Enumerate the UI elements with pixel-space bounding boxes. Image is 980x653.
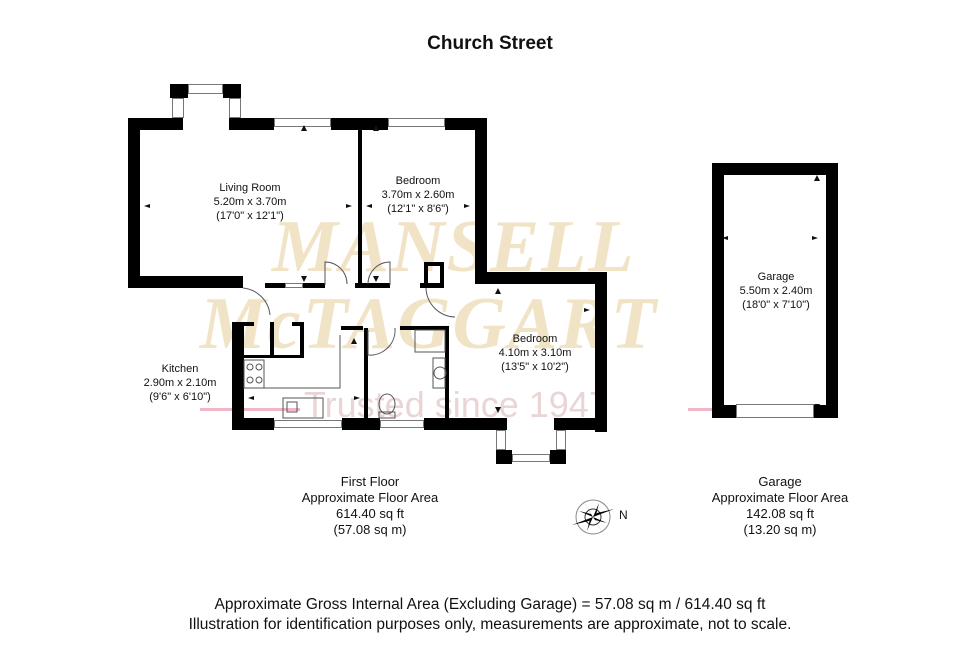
first-floor-area-caption: First Floor Approximate Floor Area 614.4… [301,474,439,537]
gross-area-note: Approximate Gross Internal Area (Excludi… [214,596,766,613]
footer-notes: Approximate Gross Internal Area (Excludi… [0,595,980,635]
disclaimer-note: Illustration for identification purposes… [188,616,792,633]
page-title: Church Street [427,33,553,54]
compass-rose-icon [572,496,614,538]
compass-north-label: N [619,508,628,522]
watermark-underline-left [200,408,300,411]
garage-area-caption: Garage Approximate Floor Area 142.08 sq … [711,474,849,537]
